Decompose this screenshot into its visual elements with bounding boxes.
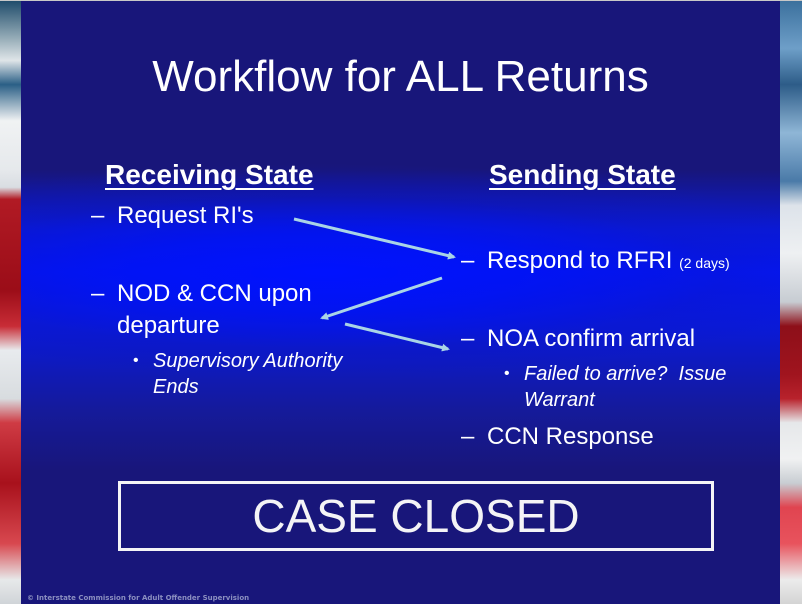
sending-item-respond-rfri: –Respond to RFRI (2 days) [461, 245, 730, 279]
slide-title: Workflow for ALL Returns [152, 52, 649, 101]
dash-marker: – [91, 202, 105, 229]
case-closed-box: CASE CLOSED [118, 481, 714, 551]
item-text: Respond to RFRI [487, 247, 673, 274]
bullet-marker: • [133, 352, 139, 369]
item-text-line1: NOD & CCN upon [117, 280, 312, 307]
receiving-state-heading: Receiving State [105, 159, 314, 190]
flag-background-left [0, 0, 21, 604]
receiving-item-nod-ccn-line2: departure [117, 312, 220, 339]
subitem-line2: Ends [153, 376, 199, 398]
sending-item-ccn-response: –CCN Response [461, 421, 654, 453]
subitem-line2: Warrant [524, 389, 595, 411]
item-text: NOA confirm arrival [487, 325, 696, 352]
bullet-marker: • [504, 365, 510, 382]
receiving-subitem-supervisory: • Supervisory Authority Ends [133, 348, 343, 400]
top-border [0, 0, 802, 1]
item-text: CCN Response [487, 423, 654, 450]
flag-background-right [780, 0, 802, 604]
dash-marker: – [91, 280, 105, 307]
slide: Workflow for ALL Returns Receiving State… [21, 1, 780, 604]
dash-marker: – [461, 325, 475, 352]
dash-marker: – [461, 423, 475, 450]
dash-marker: – [461, 247, 475, 274]
subitem-line1: Supervisory Authority [153, 350, 343, 372]
sending-state-heading: Sending State [489, 159, 676, 190]
sending-item-noa: –NOA confirm arrival [461, 323, 695, 355]
receiving-item-request-ris: –Request RI's [91, 200, 254, 232]
copyright-footer: © Interstate Commission for Adult Offend… [27, 594, 250, 602]
case-closed-label: CASE CLOSED [252, 490, 580, 542]
receiving-item-nod-ccn: –NOD & CCN upon [91, 278, 312, 310]
subitem-line1: Failed to arrive? Issue [524, 363, 727, 385]
item-text: Request RI's [117, 202, 254, 229]
sending-subitem-failed: • Failed to arrive? Issue Warrant [504, 361, 727, 413]
item-note: (2 days) [679, 255, 730, 271]
